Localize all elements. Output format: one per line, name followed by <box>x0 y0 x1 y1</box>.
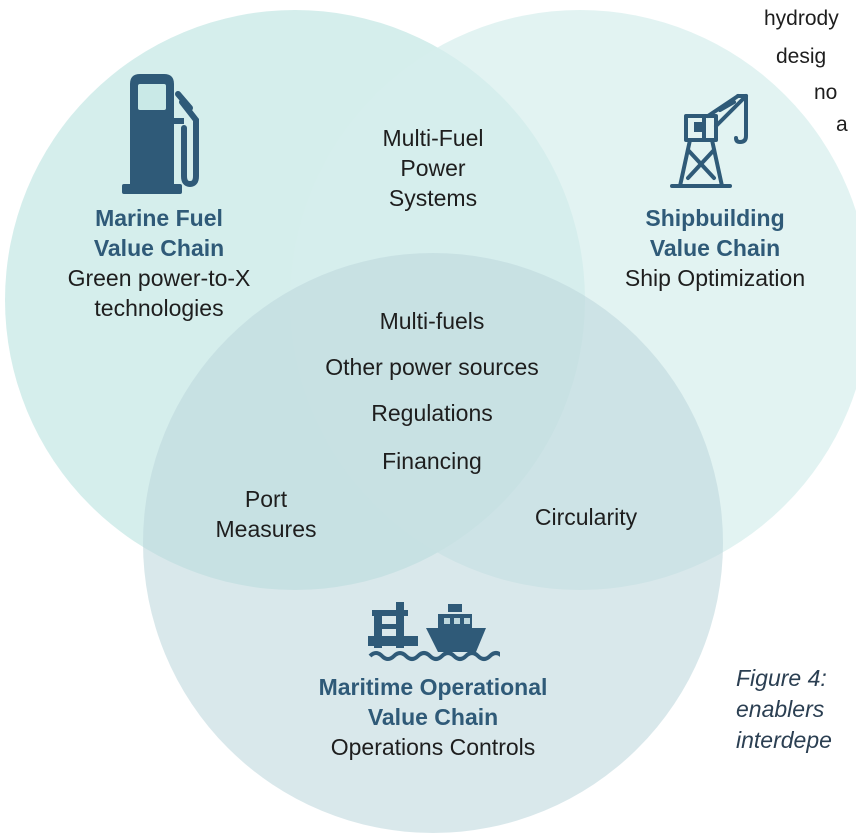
ship-ops-line1: Circularity <box>534 504 638 530</box>
crane-icon <box>670 94 748 188</box>
shipbuilding-label: Shipbuilding Value Chain Ship Optimizati… <box>575 203 855 293</box>
cut-off-text-line2: desig <box>776 45 827 68</box>
operational-circle <box>143 253 723 833</box>
cut-off-text-line3: no <box>814 81 838 104</box>
figure-caption: Figure 4: enablers interdepe <box>736 663 832 756</box>
operational-label: Maritime Operational Value Chain Operati… <box>253 672 613 762</box>
marine-fuel-subtitle-line2: technologies <box>94 295 224 321</box>
shipbuilding-title-line1: Shipbuilding <box>645 205 785 231</box>
fuel-ship-intersection: Multi-Fuel Power Systems <box>333 123 533 213</box>
center-item-multi-fuels: Multi-fuels <box>379 308 485 334</box>
fuel-pump-icon <box>122 74 199 194</box>
center-item-regulations: Regulations <box>371 400 493 426</box>
shipbuilding-subtitle: Ship Optimization <box>624 265 806 291</box>
shipbuilding-title-line2: Value Chain <box>649 235 781 261</box>
fuel-ops-line1: Port <box>244 486 288 512</box>
caption-line2: enablers <box>736 696 825 722</box>
fuel-ops-line2: Measures <box>215 516 317 542</box>
ship-ops-intersection: Circularity <box>506 502 666 532</box>
operational-title-line1: Maritime Operational <box>318 674 548 700</box>
fuel-ship-line3: Systems <box>388 185 478 211</box>
caption-line3: interdepe <box>736 727 832 753</box>
center-item-financing: Financing <box>382 448 482 474</box>
center-item-other-power-sources: Other power sources <box>325 354 539 380</box>
fuel-ship-line2: Power <box>400 155 466 181</box>
marine-fuel-subtitle-line1: Green power-to-X <box>67 265 251 291</box>
cut-off-text-line1: hydrody <box>764 7 839 30</box>
caption-line1: Figure 4: <box>736 665 827 691</box>
operational-title-line2: Value Chain <box>367 704 499 730</box>
port-ship-icon <box>368 602 500 661</box>
fuel-ops-intersection: Port Measures <box>186 484 346 544</box>
marine-fuel-title-line1: Marine Fuel <box>95 205 223 231</box>
marine-fuel-label: Marine Fuel Value Chain Green power-to-X… <box>14 203 304 323</box>
operational-subtitle: Operations Controls <box>330 734 536 760</box>
fuel-ship-line1: Multi-Fuel <box>382 125 484 151</box>
cut-off-text-line4: a <box>836 113 848 136</box>
marine-fuel-title-line2: Value Chain <box>93 235 225 261</box>
